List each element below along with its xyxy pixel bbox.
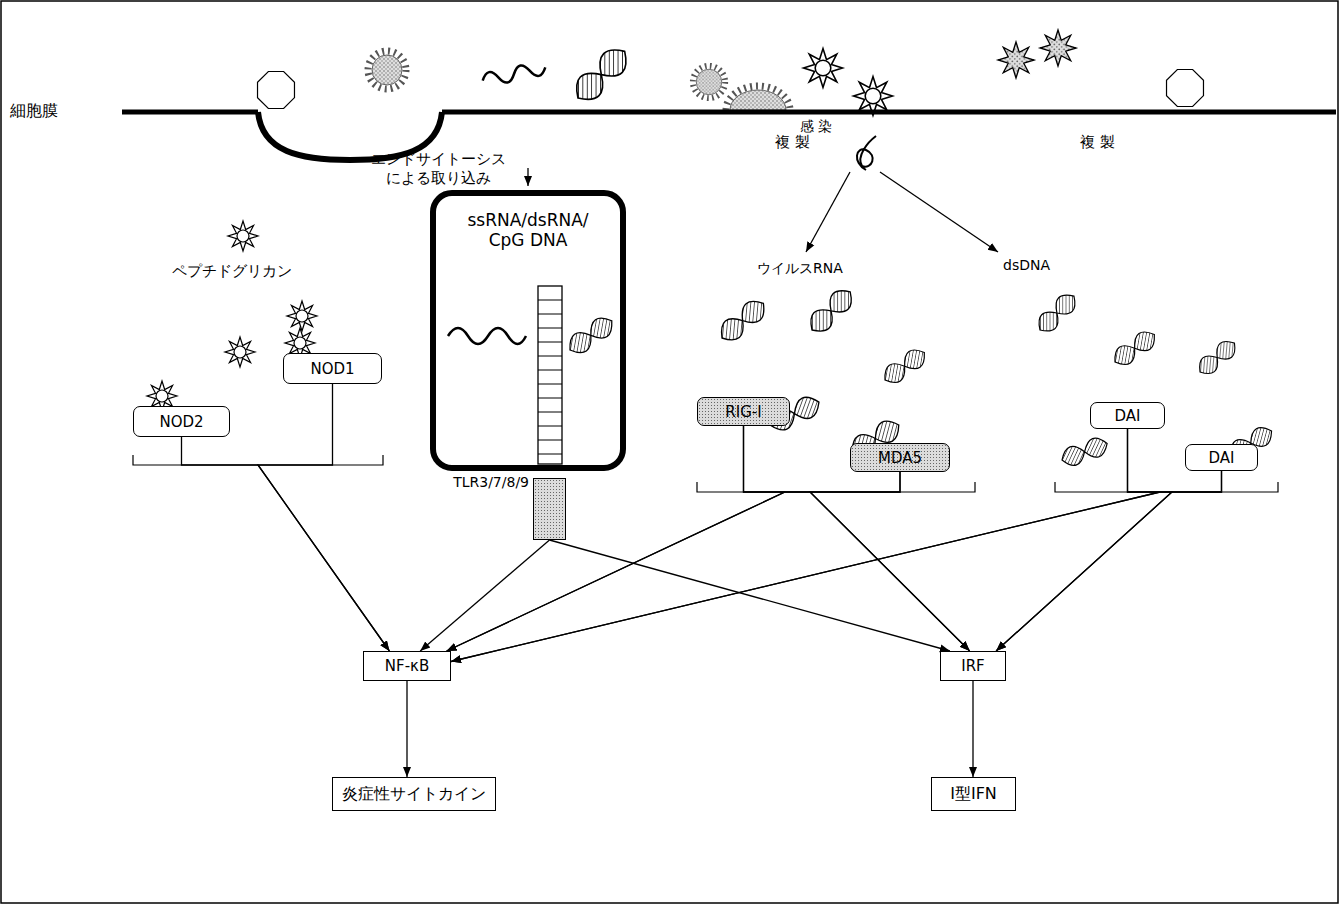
virion-icon (998, 42, 1034, 78)
cell-membrane (122, 110, 258, 115)
dna-helix (1194, 336, 1240, 379)
peptidoglycan-icon (225, 337, 255, 367)
rna-strand (448, 328, 526, 344)
signal-arrow (810, 472, 970, 651)
process-label: 複 製 (1080, 133, 1115, 152)
receptor-box: NOD1 (283, 353, 382, 384)
transcription-factor-box: NF-κB (363, 651, 451, 681)
group-bracket (697, 482, 975, 492)
signal-arrow (447, 472, 900, 651)
dna-helix (879, 345, 929, 388)
receptor-box: RIG-I (697, 397, 790, 426)
dna-helix (564, 312, 617, 358)
box-label: IRF (961, 657, 984, 675)
octagon-particle (1167, 70, 1204, 107)
virus-spikes (726, 86, 790, 110)
rna-strand (481, 60, 547, 87)
peptidoglycan-icon (804, 49, 843, 88)
tlr-ladder (538, 286, 562, 464)
receptor-box: NOD2 (133, 406, 230, 437)
box-label: I型IFN (950, 784, 997, 803)
box-label: DAI (1115, 407, 1141, 425)
octagon-particle (258, 72, 295, 109)
group-bracket (1055, 482, 1278, 492)
signal-arrow (451, 471, 1222, 662)
receptor-box: DAI (1090, 402, 1165, 429)
dna-helix (804, 284, 857, 337)
signal-arrow (972, 681, 973, 777)
process-label: エンドサイトーシス による取り込み (358, 150, 518, 188)
bacterium-icon (693, 66, 725, 98)
infecting-virus (730, 90, 786, 110)
group-bracket (133, 455, 383, 465)
box-label: ssRNA/dsRNA/ CpG DNA (453, 210, 603, 251)
box-label: NOD1 (310, 360, 354, 378)
receptor-box: MDA5 (850, 443, 950, 472)
ligand-label: ペプチドグリカン (172, 262, 292, 281)
replication-arrow (880, 172, 998, 252)
dna-helix (1059, 435, 1111, 469)
signal-arrow (420, 540, 549, 651)
peptidoglycan-icon (287, 301, 317, 331)
replication-arrow (806, 172, 850, 252)
box-label: DAI (1209, 449, 1235, 467)
peptidoglycan-icon (228, 221, 258, 251)
receptor-box: DAI (1185, 444, 1258, 471)
transcription-factor-box: IRF (940, 651, 1006, 681)
box-label: NF-κB (385, 657, 429, 675)
signal-arrow (182, 437, 390, 651)
signal-arrow (258, 384, 389, 651)
dna-helix (569, 42, 634, 107)
output-box: I型IFN (931, 777, 1016, 811)
signal-arrow (744, 426, 970, 651)
process-label: 感 染 (800, 118, 832, 136)
box-label: NOD2 (159, 413, 203, 431)
bacterium-icon (368, 51, 406, 89)
process-label: 複 製 (775, 133, 810, 152)
cell-membrane (442, 110, 1336, 115)
signal-arrow (996, 429, 1172, 651)
tlr-rungs (538, 300, 562, 454)
uptake-arrow (527, 168, 528, 186)
receptor-label: TLR3/7/8/9 (453, 474, 529, 491)
signal-arrow (447, 426, 785, 651)
dna-helix (1109, 327, 1159, 370)
signal-arrow (996, 471, 1221, 651)
endosome: ssRNA/dsRNA/ CpG DNA (430, 190, 626, 471)
output-box: 炎症性サイトカイン (332, 777, 496, 811)
dna-helix (715, 295, 770, 346)
dna-helix (1033, 289, 1081, 337)
viral-genome (857, 136, 876, 170)
molecule-label: dsDNA (1003, 257, 1050, 275)
box-label: MDA5 (878, 449, 922, 467)
signal-arrow (406, 681, 407, 777)
connectors (182, 384, 1222, 777)
molecule-label: ウイルスRNA (757, 260, 843, 278)
tlr-ectodomain (538, 286, 562, 464)
membrane-label: 細胞膜 (10, 101, 58, 121)
virion-icon (1040, 30, 1076, 66)
tlr-receptor: TLR3/7/8/9 (533, 478, 566, 540)
signal-arrow (451, 429, 1160, 662)
box-label: RIG-I (725, 403, 761, 421)
box-label: 炎症性サイトカイン (342, 784, 486, 803)
